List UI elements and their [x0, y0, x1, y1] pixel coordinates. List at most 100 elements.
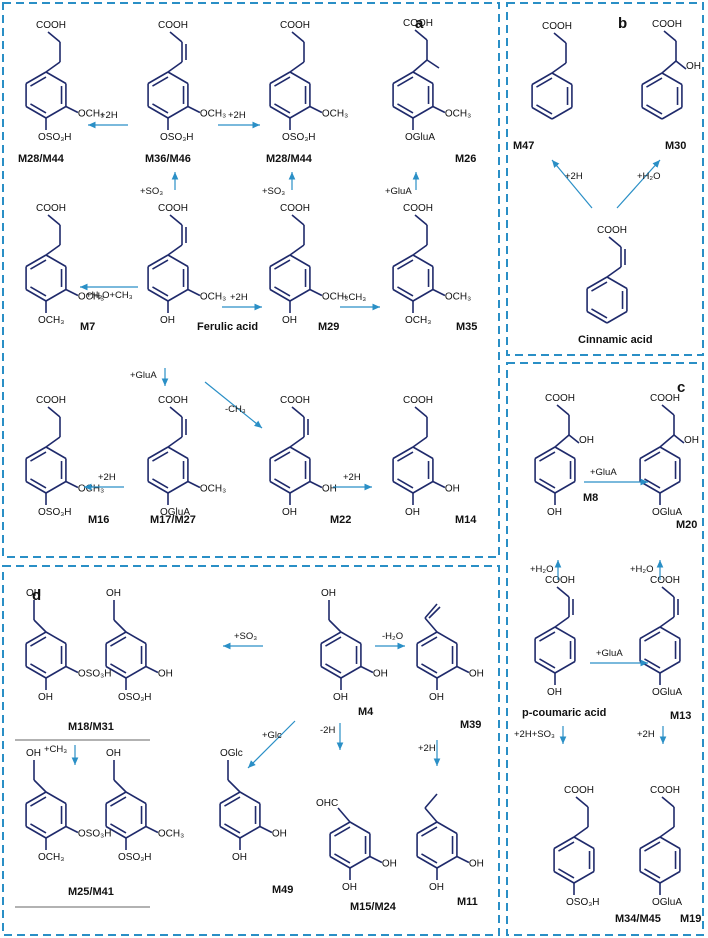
ring-bond	[392, 288, 414, 302]
ring-bond	[45, 254, 67, 268]
ring-bond	[45, 288, 67, 302]
ring-double-bond	[591, 281, 608, 292]
chain-bond	[663, 30, 677, 42]
ring-bond	[659, 660, 681, 674]
label-M28-M44-left: M28/M44	[18, 153, 65, 165]
ring-bond	[534, 446, 556, 460]
hydroxyl-group: OH	[684, 435, 699, 446]
rxn-H2O-c2: +H₂O	[630, 564, 654, 575]
chain-bond	[412, 436, 428, 448]
ring-bond	[436, 855, 458, 869]
chain-bond	[291, 214, 305, 226]
meta-substituent: OCH₃	[322, 109, 348, 120]
label-M28-M44-right: M28/M44	[266, 153, 313, 165]
chain-bond	[412, 59, 428, 73]
para-substituent: OH	[429, 882, 444, 893]
ring-bond	[45, 631, 67, 645]
ring-bond	[289, 254, 311, 268]
chain-bond	[414, 29, 428, 41]
ring-bond	[45, 71, 67, 85]
ring-double-bond	[152, 286, 169, 297]
ring-bond	[105, 825, 127, 839]
ring-bond	[659, 480, 681, 494]
ring-double-bond	[539, 451, 556, 462]
rxn-minus2H-d: -2H	[320, 725, 335, 736]
ring-double-bond	[152, 451, 169, 462]
chain-bond	[606, 266, 622, 278]
ring-double-bond	[421, 636, 438, 647]
ring-double-bond	[558, 841, 575, 852]
rxn-2H-a2: +2H	[228, 110, 246, 121]
glucoside-group: OGlc	[220, 748, 243, 759]
ring-double-bond	[421, 826, 438, 837]
rxn-2H-d: +2H	[418, 743, 436, 754]
chain-bond	[659, 826, 675, 838]
chain-bond	[568, 434, 580, 444]
ring-double-bond	[539, 658, 556, 669]
para-substituent: OCH₃	[405, 315, 431, 326]
ring-double-bond	[644, 631, 661, 642]
ring-bond	[147, 71, 169, 85]
carboxyl-group: COOH	[158, 20, 188, 31]
label-M25-M41: M25/M41	[68, 886, 114, 898]
ring-double-bond	[397, 286, 414, 297]
meta-substituent: OH	[158, 669, 173, 680]
carboxyl-group: COOH	[403, 18, 433, 29]
ring-double-bond	[30, 796, 47, 807]
ring-double-bond	[30, 823, 47, 834]
para-substituent: OH	[38, 692, 53, 703]
panel-b-frame	[506, 2, 704, 356]
ring-bond	[167, 288, 189, 302]
ring-bond	[25, 105, 47, 119]
carboxyl-group: COOH	[403, 395, 433, 406]
ring-bond	[269, 105, 291, 119]
rxn-GluA-c2: +GluA	[596, 648, 623, 659]
chain-bond	[659, 434, 675, 448]
label-p-coumaric-acid: p-coumaric acid	[522, 707, 606, 719]
ring-bond	[105, 631, 127, 645]
panel-d-label: d	[32, 587, 41, 604]
chain-bond	[659, 616, 675, 628]
chain-bond	[291, 31, 305, 43]
chain-bond	[113, 619, 127, 633]
chain-bond	[47, 406, 61, 418]
ring-bond	[125, 791, 147, 805]
para-substituent: OGluA	[652, 687, 682, 698]
ring-bond	[531, 72, 553, 86]
carboxyl-group: COOH	[545, 575, 575, 586]
label-M11: M11	[457, 896, 478, 908]
label-M15-M24: M15/M24	[350, 901, 397, 913]
label-M17-M27: M17/M27	[150, 514, 196, 526]
meta-bond	[360, 665, 374, 674]
meta-substituent: OH	[469, 669, 484, 680]
para-substituent: OH	[333, 692, 348, 703]
rxn-minusCH3: -CH₃	[225, 404, 246, 415]
rxn-SO3-d: +SO₃	[234, 631, 257, 642]
hydroxyl-group: OH	[579, 435, 594, 446]
panel-a-frame	[2, 2, 500, 558]
rxn-h2o-ch3: +H₂O+CH₃	[86, 290, 133, 301]
carboxyl-group: COOH	[545, 393, 575, 404]
chain-double-bond	[424, 603, 438, 619]
ring-bond	[392, 480, 414, 494]
ring-bond	[661, 72, 683, 86]
meta-bond	[187, 105, 201, 114]
carboxyl-group: COOH	[650, 575, 680, 586]
label-M16: M16	[88, 514, 109, 526]
ring-bond	[147, 105, 169, 119]
para-substituent: OGluA	[652, 897, 682, 908]
ring-bond	[147, 446, 169, 460]
ring-bond	[534, 626, 556, 640]
para-substituent: OGluA	[652, 507, 682, 518]
chain-bond	[424, 793, 438, 809]
ring-double-bond	[644, 841, 661, 852]
ring-bond	[289, 105, 311, 119]
meta-bond	[456, 855, 470, 864]
